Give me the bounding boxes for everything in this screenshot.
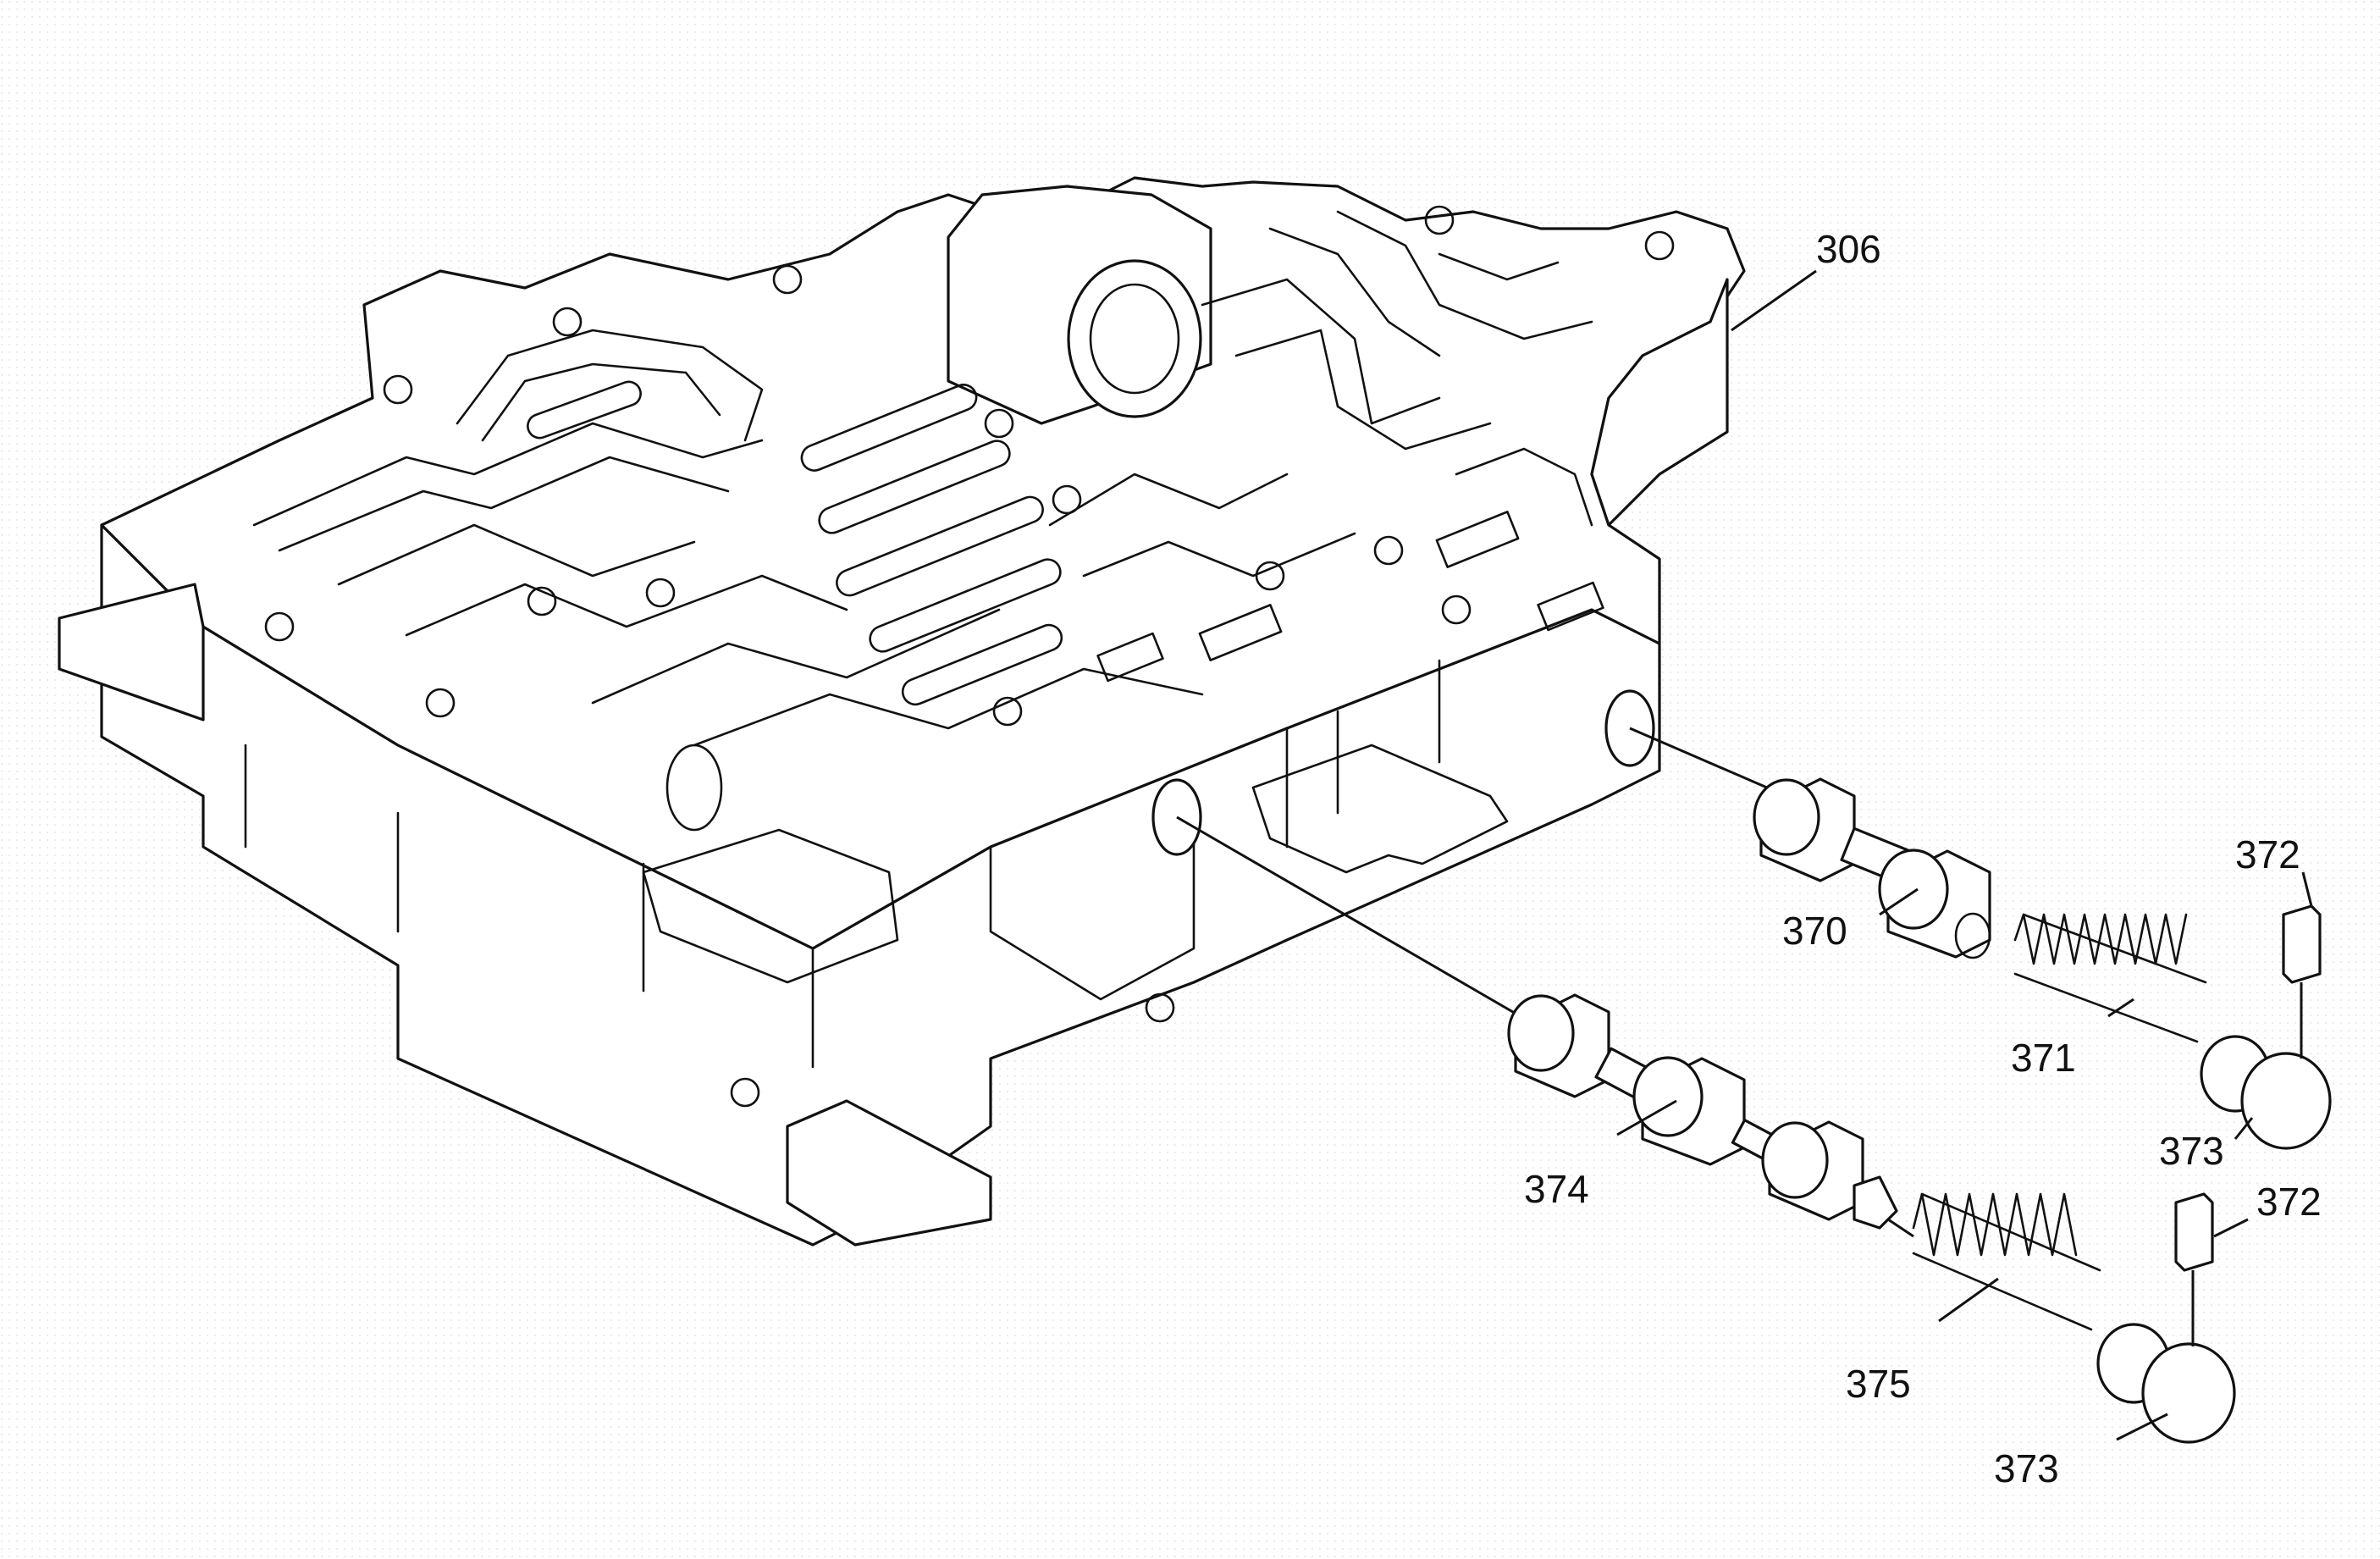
boss-bore (1067, 259, 1202, 418)
leader-374 (1616, 1099, 1677, 1136)
front-pocket (1251, 744, 1509, 874)
retainer-372-lower (2174, 1192, 2214, 1346)
front-recess-left (244, 744, 815, 1069)
retainer-372-upper (2282, 904, 2322, 1059)
callout-372-lower: 372 (2256, 1180, 2322, 1224)
front-recess-right (989, 659, 1441, 1001)
lower-valve-assembly (1176, 815, 2236, 1444)
leader-372b (2213, 1218, 2249, 1238)
leader-370 (1879, 887, 1919, 916)
leader-372a (2301, 871, 2313, 907)
valve-body-left-ledge (58, 583, 205, 721)
callout-labels: 306 370 371 372 373 374 372 375 373 (1524, 227, 2322, 1490)
spring-375 (1912, 1192, 2101, 1331)
leader-306 (1731, 269, 1817, 332)
fluid-channels (252, 210, 1604, 747)
spring-371 (2013, 913, 2207, 1043)
callout-373-lower: 373 (1994, 1446, 2059, 1490)
plug-373-lower (2096, 1323, 2236, 1444)
leader-373b (2116, 1412, 2168, 1441)
valve-374 (1507, 993, 1914, 1238)
callout-373-upper: 373 (2159, 1129, 2224, 1173)
callout-375: 375 (1846, 1362, 1911, 1406)
callout-374: 374 (1524, 1167, 1589, 1211)
valve-body-top-plate (100, 176, 1746, 950)
leader-375 (1938, 1277, 1999, 1323)
lower-axis-line (1176, 815, 1550, 1035)
plug-373-upper (2200, 1035, 2332, 1150)
leader-371 (2107, 998, 2134, 1018)
upper-axis-line (1629, 727, 1787, 798)
front-pocket-left (642, 828, 899, 984)
callout-leaders (1616, 269, 2313, 1441)
callout-370: 370 (1782, 909, 1847, 953)
bolt-holes (264, 205, 1675, 1108)
valve-body (58, 176, 1746, 1247)
valve-370 (1753, 777, 1991, 959)
valve-body-bottom-tab (786, 1099, 992, 1247)
upper-valve-assembly (1629, 727, 2332, 1150)
valve-body-rear-wall (1590, 278, 1729, 527)
callout-372-upper: 372 (2235, 832, 2300, 876)
side-port (665, 744, 723, 832)
callout-306: 306 (1816, 227, 1881, 271)
callout-371: 371 (2011, 1036, 2076, 1080)
boss-bore-inner (1089, 283, 1180, 395)
leader-373a (2234, 1117, 2254, 1140)
